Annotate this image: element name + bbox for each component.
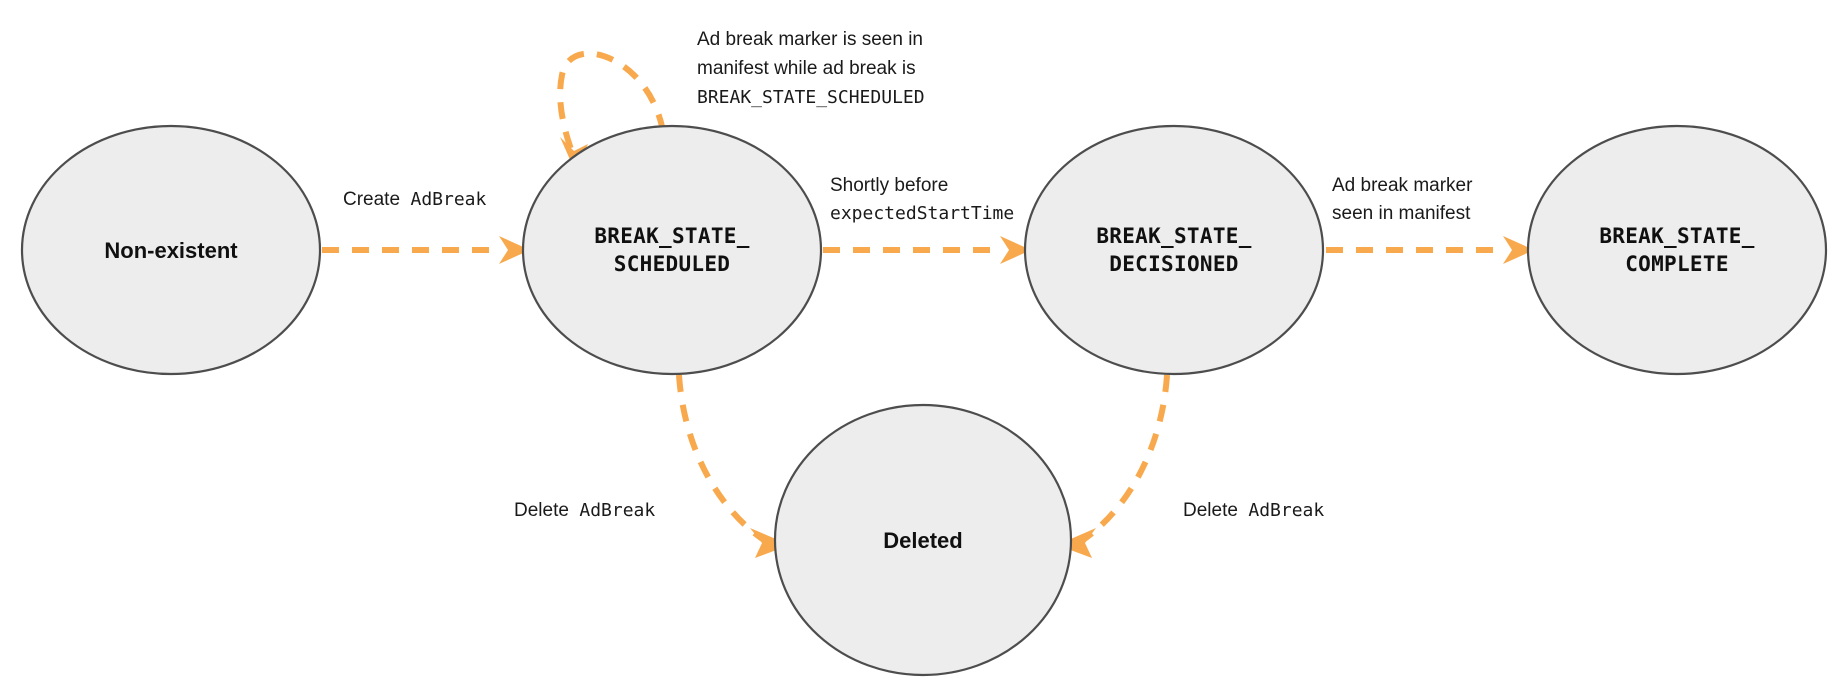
edge-decisioned-to-deleted-arrowhead	[1057, 528, 1096, 558]
node-break-state-complete[interactable]: BREAK_STATE_ COMPLETE	[1526, 124, 1828, 376]
node-break-state-scheduled-label-line1: BREAK_STATE_	[594, 224, 749, 248]
edge-scheduled-self-loop	[557, 50, 666, 171]
edge-label-scheduled-to-decisioned: Shortly before expectedStartTime	[830, 175, 1014, 224]
node-non-existent[interactable]: Non-existent	[20, 124, 322, 376]
edge-label-create-adbreak-mono: AdBreak	[410, 189, 486, 210]
node-non-existent-label: Non-existent	[104, 238, 238, 263]
edge-scheduled-to-deleted	[676, 374, 790, 558]
node-deleted-ellipse[interactable]	[773, 403, 1073, 677]
edge-label-decisioned-to-complete-line2: seen in manifest	[1332, 203, 1471, 224]
edge-label-decisioned-to-complete-line1: Ad break marker	[1332, 175, 1473, 196]
edge-label-scheduled-to-deleted-mono: AdBreak	[579, 500, 655, 521]
edge-create-adbreak-arrowhead	[499, 236, 530, 264]
edge-label-scheduled-self-loop-line2: manifest while ad break is	[697, 58, 916, 79]
edge-scheduled-to-decisioned-arrowhead	[1000, 236, 1031, 264]
edge-decisioned-to-complete-arrowhead	[1503, 236, 1534, 264]
node-break-state-complete-label-line1: BREAK_STATE_	[1599, 224, 1754, 248]
edge-label-create-adbreak-text: Create AdBreak	[343, 189, 487, 210]
edge-label-decisioned-to-deleted-mono: AdBreak	[1248, 500, 1324, 521]
node-break-state-complete-label-line2: COMPLETE	[1625, 252, 1729, 276]
node-break-state-scheduled-label-line2: SCHEDULED	[614, 252, 731, 276]
edge-label-decisioned-to-deleted-text: Delete AdBreak	[1183, 500, 1324, 521]
node-break-state-decisioned-label-line1: BREAK_STATE_	[1096, 224, 1251, 248]
node-break-state-decisioned-ellipse[interactable]	[1023, 124, 1325, 376]
edge-label-scheduled-to-decisioned-line1: Shortly before	[830, 175, 948, 196]
edge-label-scheduled-to-deleted-text: Delete AdBreak	[514, 500, 655, 521]
edge-label-scheduled-to-deleted-sans: Delete	[514, 500, 569, 521]
edge-scheduled-self-loop-arrowhead	[560, 137, 588, 171]
edge-label-decisioned-to-deleted: Delete AdBreak	[1183, 500, 1324, 521]
node-break-state-decisioned[interactable]: BREAK_STATE_ DECISIONED	[1023, 124, 1325, 376]
edge-decisioned-to-deleted-line	[1078, 374, 1170, 545]
node-break-state-scheduled[interactable]: BREAK_STATE_ SCHEDULED	[521, 124, 823, 376]
edge-label-scheduled-self-loop-line3: BREAK_STATE_SCHEDULED	[697, 87, 925, 108]
edge-scheduled-to-deleted-line	[676, 374, 769, 545]
node-deleted[interactable]: Deleted	[773, 403, 1073, 677]
edge-scheduled-to-deleted-arrowhead	[750, 528, 790, 558]
edge-create-adbreak	[322, 236, 530, 264]
edge-label-decisioned-to-deleted-sans: Delete	[1183, 500, 1238, 521]
node-non-existent-ellipse[interactable]	[20, 124, 322, 376]
node-break-state-decisioned-label-line2: DECISIONED	[1109, 252, 1238, 276]
edge-label-scheduled-to-decisioned-line2: expectedStartTime	[830, 203, 1014, 224]
edge-label-scheduled-to-deleted: Delete AdBreak	[514, 500, 655, 521]
edge-decisioned-to-deleted	[1057, 374, 1170, 558]
node-deleted-label: Deleted	[883, 528, 962, 553]
edge-decisioned-to-complete	[1326, 236, 1534, 264]
edge-label-create-adbreak-sans: Create	[343, 189, 400, 210]
node-break-state-complete-ellipse[interactable]	[1526, 124, 1828, 376]
edge-label-create-adbreak: Create AdBreak	[343, 189, 487, 210]
node-break-state-scheduled-ellipse[interactable]	[521, 124, 823, 376]
edge-label-decisioned-to-complete: Ad break marker seen in manifest	[1332, 175, 1473, 224]
edge-label-scheduled-self-loop-line1: Ad break marker is seen in	[697, 29, 923, 50]
edge-scheduled-to-decisioned	[823, 236, 1031, 264]
edge-label-scheduled-self-loop: Ad break marker is seen in manifest whil…	[697, 29, 925, 108]
